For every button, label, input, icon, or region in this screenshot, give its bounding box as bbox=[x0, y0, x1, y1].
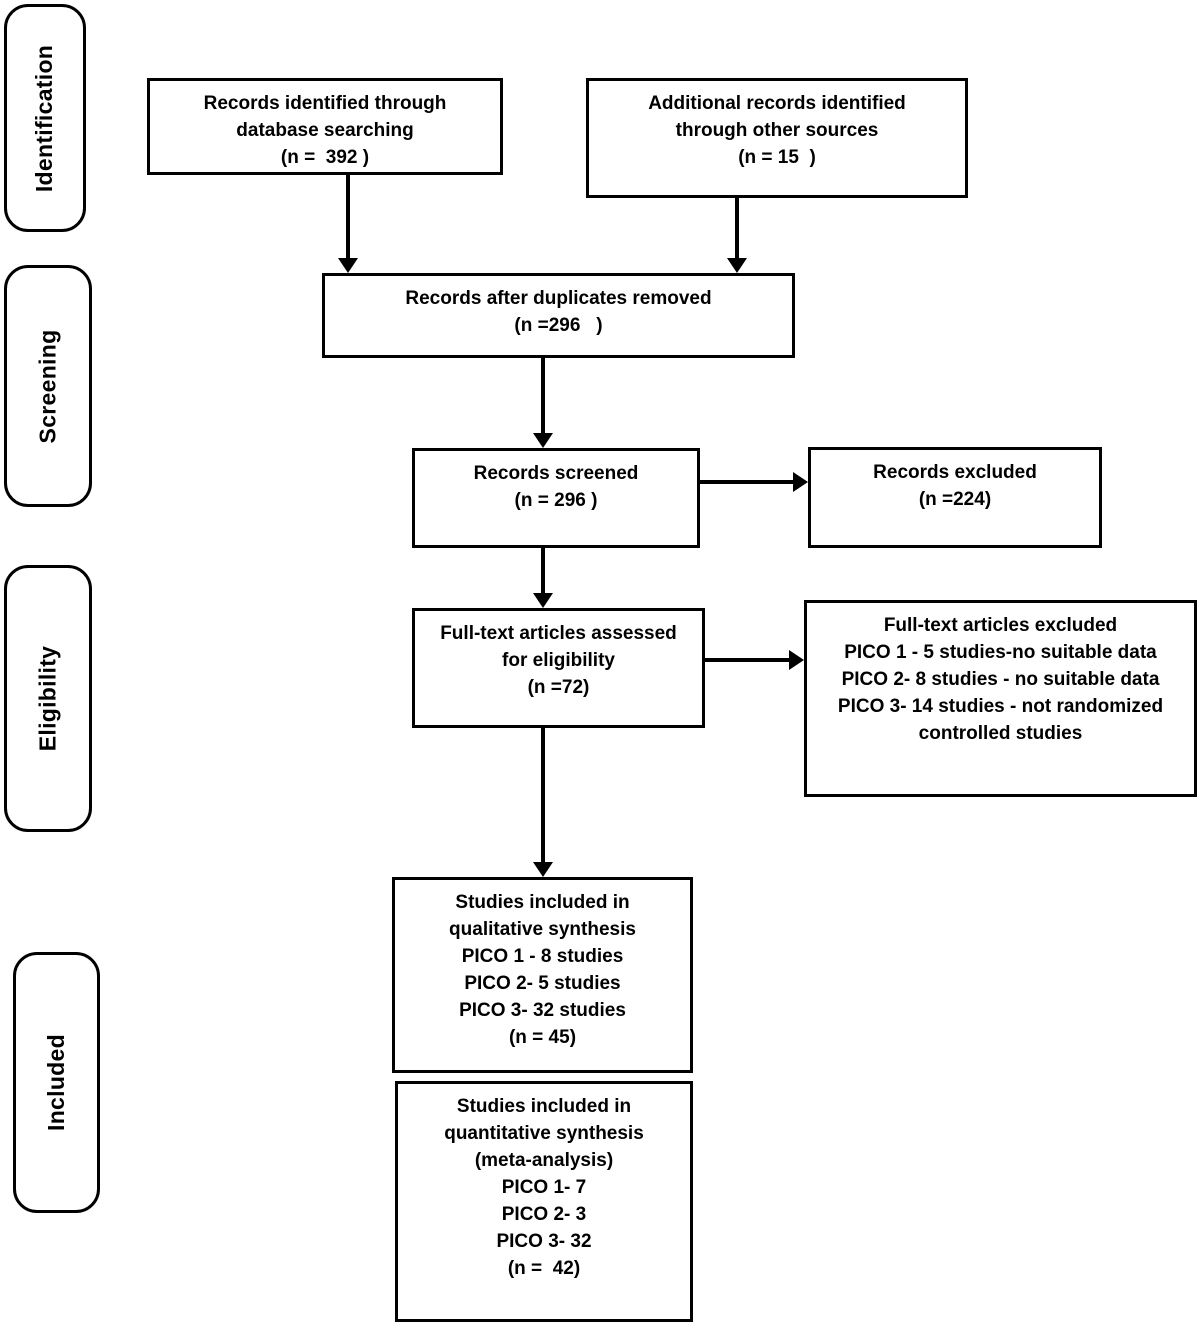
arrow-duplicates-to-screened-head-icon bbox=[533, 433, 553, 448]
stage-screening: Screening bbox=[4, 265, 92, 507]
box-quantitative-synthesis: Studies included in quantitative synthes… bbox=[395, 1081, 693, 1322]
box-records-excluded-text: Records excluded (n =224) bbox=[873, 462, 1037, 510]
arrow-screened-to-excluded-head-icon bbox=[793, 472, 808, 492]
arrow-identified-to-duplicates-line bbox=[346, 175, 350, 259]
box-records-identified-text: Records identified through database sear… bbox=[203, 93, 447, 168]
arrow-fulltext-to-qualitative-head-icon bbox=[533, 862, 553, 877]
arrow-fulltext-to-excluded-line bbox=[705, 658, 790, 662]
arrow-fulltext-to-excluded-head-icon bbox=[789, 650, 804, 670]
stage-eligibility-label: Eligibility bbox=[34, 645, 61, 752]
box-fulltext-excluded-text: Full-text articles excluded PICO 1 - 5 s… bbox=[837, 615, 1164, 744]
stage-included: Included bbox=[13, 952, 100, 1213]
box-quantitative-synthesis-text: Studies included in quantitative synthes… bbox=[444, 1096, 644, 1279]
box-qualitative-synthesis-text: Studies included in qualitative synthesi… bbox=[449, 892, 636, 1048]
box-additional-records-text: Additional records identified through ot… bbox=[648, 93, 906, 168]
arrow-screened-to-excluded-line bbox=[700, 480, 794, 484]
arrow-fulltext-to-qualitative-line bbox=[541, 728, 545, 863]
box-duplicates-removed: Records after duplicates removed (n =296… bbox=[322, 273, 795, 358]
arrow-additional-to-duplicates-line bbox=[735, 198, 739, 259]
box-fulltext-excluded: Full-text articles excluded PICO 1 - 5 s… bbox=[804, 600, 1197, 797]
box-fulltext-assessed-text: Full-text articles assessed for eligibil… bbox=[440, 623, 677, 698]
arrow-duplicates-to-screened-line bbox=[541, 358, 545, 434]
arrow-screened-to-fulltext-line bbox=[541, 548, 545, 594]
arrow-identified-to-duplicates-head-icon bbox=[338, 258, 358, 273]
arrow-additional-to-duplicates-head-icon bbox=[727, 258, 747, 273]
stage-identification: Identification bbox=[4, 4, 86, 232]
box-fulltext-assessed: Full-text articles assessed for eligibil… bbox=[412, 608, 705, 728]
box-qualitative-synthesis: Studies included in qualitative synthesi… bbox=[392, 877, 693, 1073]
stage-included-label: Included bbox=[43, 1034, 69, 1131]
box-records-identified: Records identified through database sear… bbox=[147, 78, 503, 175]
stage-identification-label: Identification bbox=[31, 44, 58, 192]
box-additional-records: Additional records identified through ot… bbox=[586, 78, 968, 198]
box-records-screened: Records screened (n = 296 ) bbox=[412, 448, 700, 548]
box-records-screened-text: Records screened (n = 296 ) bbox=[473, 463, 639, 511]
arrow-screened-to-fulltext-head-icon bbox=[533, 593, 553, 608]
stage-screening-label: Screening bbox=[34, 329, 61, 443]
stage-eligibility: Eligibility bbox=[4, 565, 92, 832]
box-records-excluded: Records excluded (n =224) bbox=[808, 447, 1102, 548]
box-duplicates-removed-text: Records after duplicates removed (n =296… bbox=[405, 288, 712, 336]
